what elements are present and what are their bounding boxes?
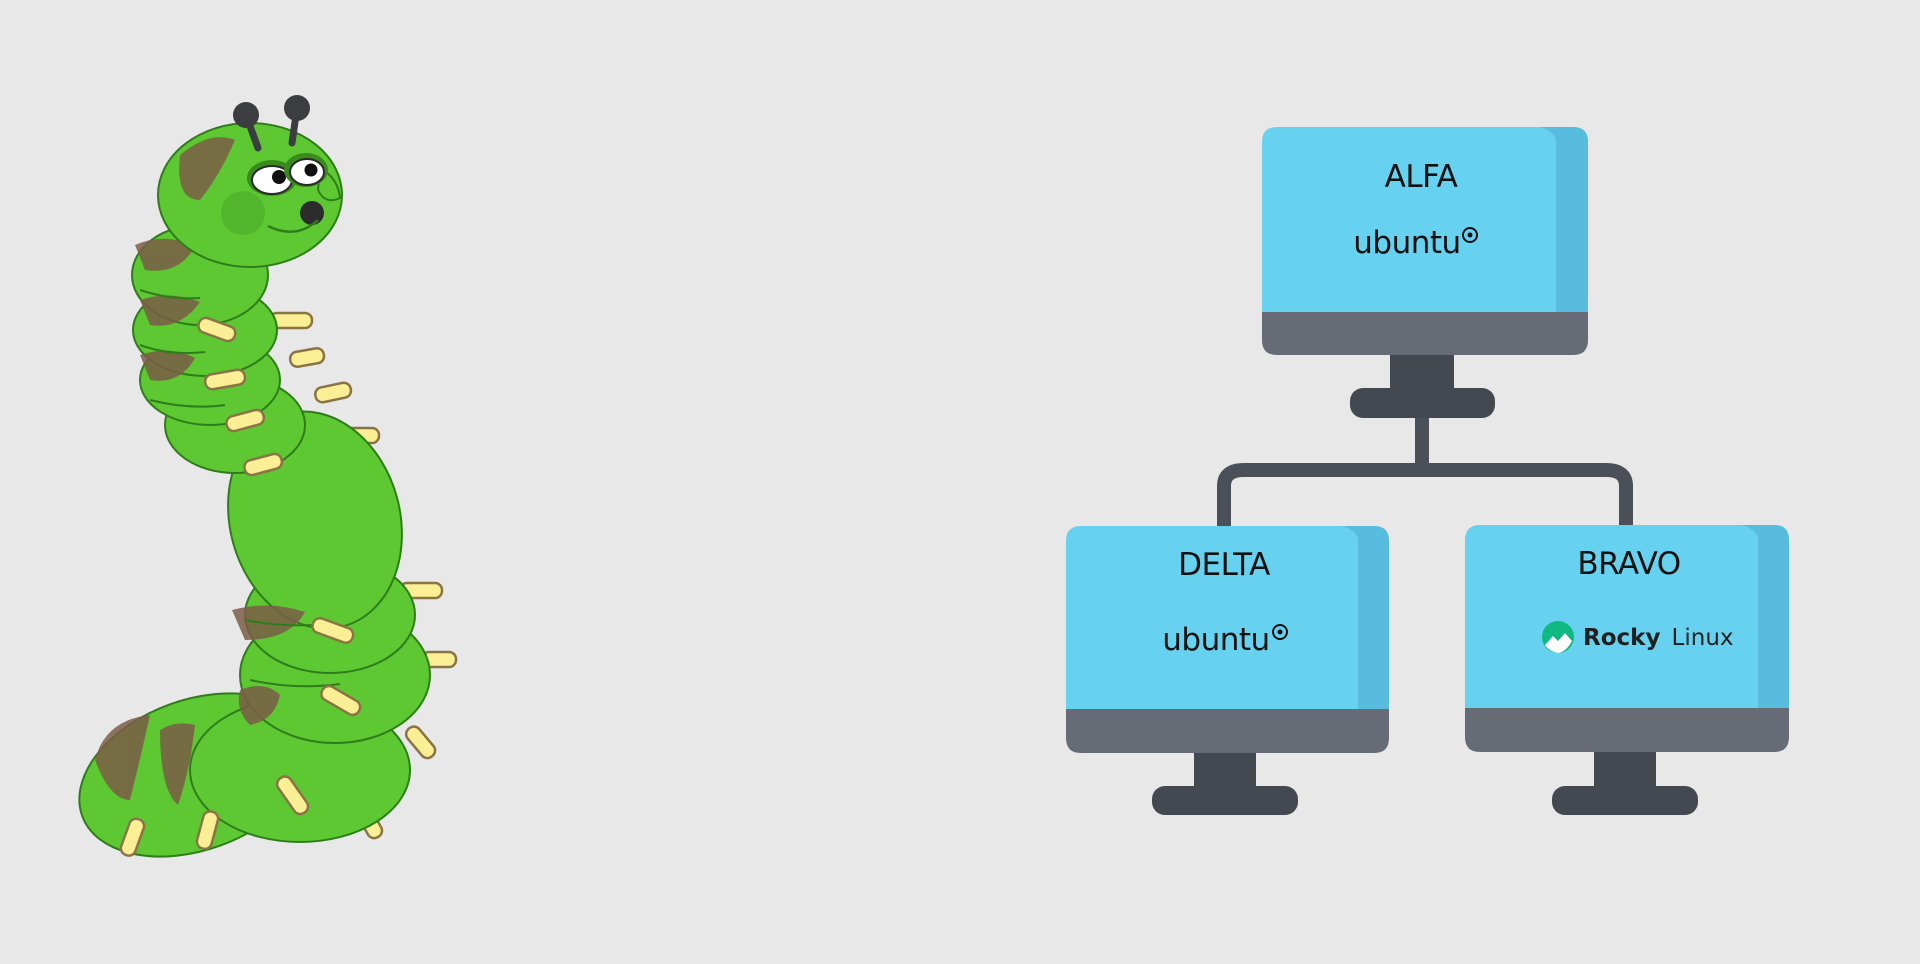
os-label-delta: ubuntu [1162, 622, 1288, 658]
caterpillar-eyes [247, 153, 328, 196]
tree-connector [1217, 410, 1633, 530]
os-label-bravo: Rocky Linux [1542, 621, 1734, 653]
os-name-bravo: Rocky Linux [1583, 625, 1734, 651]
caterpillar-head [157, 95, 343, 268]
network-diagram: ALFA ubuntu DELTA ubuntu [1066, 127, 1789, 815]
hostname-bravo: BRAVO [1577, 546, 1680, 582]
rocky-linux-logo-icon [1542, 621, 1574, 653]
hostname-delta: DELTA [1178, 547, 1270, 583]
caterpillar-antennae [233, 95, 310, 152]
monitor-alfa: ALFA ubuntu [1262, 127, 1588, 418]
os-suffix-bravo: Linux [1672, 625, 1734, 651]
os-name-alfa: ubuntu [1353, 225, 1460, 261]
caterpillar-front-legs [119, 316, 362, 857]
ubuntu-logo-icon [1272, 624, 1288, 640]
hostname-alfa: ALFA [1385, 159, 1458, 195]
monitor-delta: DELTA ubuntu [1066, 526, 1389, 815]
ubuntu-logo-icon [1462, 227, 1478, 243]
os-label-alfa: ubuntu [1353, 225, 1478, 261]
caterpillar-markings [95, 238, 305, 805]
monitor-bravo: BRAVO Rocky Linux [1465, 525, 1789, 815]
os-name-delta: ubuntu [1162, 622, 1269, 658]
caterpillar-mascot-icon [78, 95, 458, 858]
os-brand-bravo: Rocky [1583, 625, 1660, 651]
